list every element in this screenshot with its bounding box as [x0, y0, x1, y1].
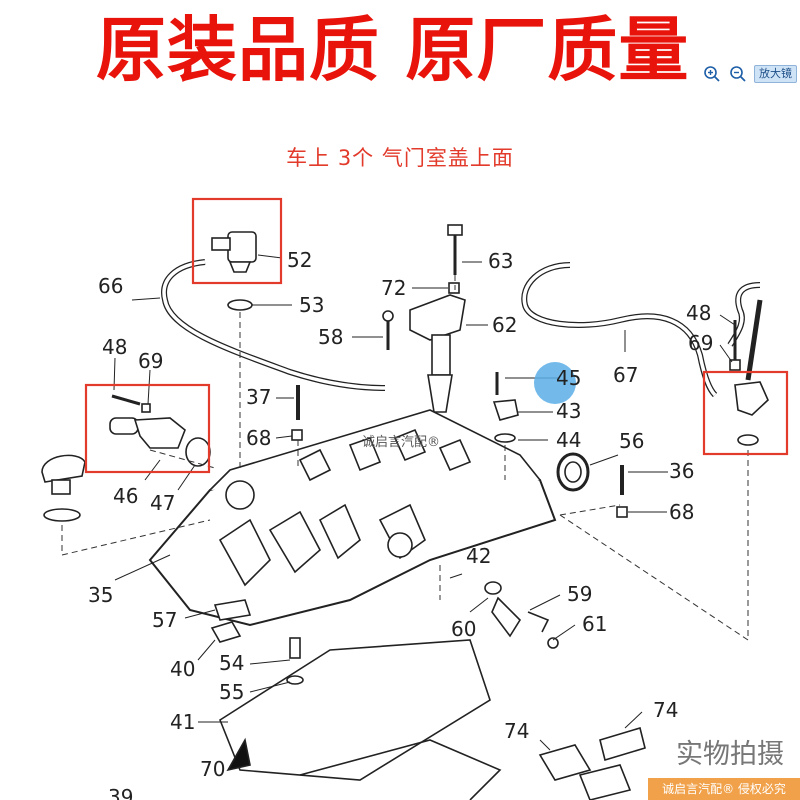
callout-53: 53: [299, 293, 325, 317]
promo-banner: 原装品质 原厂质量: [0, 0, 800, 100]
callout-35: 35: [88, 583, 114, 607]
callout-69-right: 69: [688, 331, 714, 355]
photo-label: 实物拍摄: [666, 730, 794, 773]
callout-61: 61: [582, 612, 608, 636]
callout-60: 60: [451, 617, 477, 641]
callout-66: 66: [98, 274, 124, 298]
magnifier-button[interactable]: 放大镜: [754, 65, 797, 83]
zoom-out-icon[interactable]: [728, 64, 748, 84]
callout-36: 36: [669, 459, 695, 483]
callout-63: 63: [488, 249, 514, 273]
callout-74-right: 74: [653, 698, 679, 722]
callout-70: 70: [200, 757, 226, 781]
callout-68-right: 68: [669, 500, 695, 524]
callout-62: 62: [492, 313, 518, 337]
watermark-text: 诚启言汽配®: [362, 435, 441, 450]
callout-48-left: 48: [102, 335, 128, 359]
copyright-strip: 诚启言汽配® 侵权必究: [648, 778, 800, 800]
callout-43: 43: [556, 399, 582, 423]
callout-55: 55: [219, 680, 245, 704]
diagram-caption: 车上 3个 气门室盖上面: [286, 146, 514, 170]
callout-37: 37: [246, 385, 272, 409]
callout-52: 52: [287, 248, 313, 272]
viewer-toolbar: 放大镜: [702, 62, 797, 86]
highlight-marker: [534, 362, 576, 404]
callout-74-left: 74: [504, 719, 530, 743]
callout-46: 46: [113, 484, 139, 508]
callout-57: 57: [152, 608, 178, 632]
callout-47: 47: [150, 491, 176, 515]
callout-72: 72: [381, 276, 407, 300]
callout-68-left: 68: [246, 426, 272, 450]
callout-45: 45: [556, 366, 582, 390]
callout-58: 58: [318, 325, 344, 349]
callout-59: 59: [567, 582, 593, 606]
callout-39: 39: [108, 785, 134, 800]
callout-41: 41: [170, 710, 196, 734]
callout-67: 67: [613, 363, 639, 387]
callout-48-right: 48: [686, 301, 712, 325]
callout-54: 54: [219, 651, 245, 675]
callout-44: 44: [556, 428, 582, 452]
callout-69-left: 69: [138, 349, 164, 373]
callout-40: 40: [170, 657, 196, 681]
callout-56: 56: [619, 429, 645, 453]
zoom-in-icon[interactable]: [702, 64, 722, 84]
callout-42: 42: [466, 544, 492, 568]
banner-title: 原装品质 原厂质量: [96, 9, 690, 91]
